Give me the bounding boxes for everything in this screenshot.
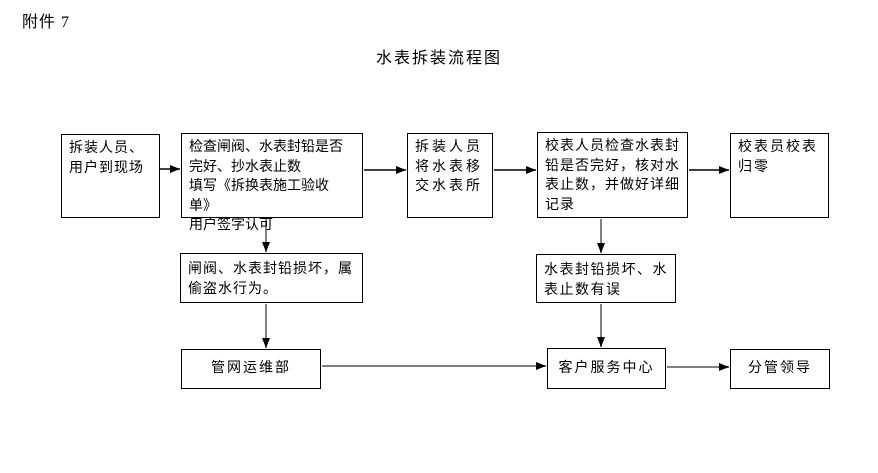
flow-node-leader: 分管领导 — [730, 349, 830, 389]
flow-node-transfer-meter: 拆装人员 将水表移 交水表所 — [407, 133, 493, 218]
flow-node-seal-damaged-theft: 闸阀、水表封铅损坏，属 偷盗水行为。 — [180, 253, 363, 303]
flow-node-service-center: 客户服务中心 — [547, 348, 666, 389]
flow-node-verify-record: 校表人员检查水表封 铅是否完好，核对水 表止数，并做好详细 记录 — [537, 132, 688, 218]
flow-node-check-seal: 检查闸阀、水表封铅是否 完好、抄水表止数 填写《拆换表施工验收单》 用户签字认可 — [181, 133, 363, 233]
diagram-title: 水表拆装流程图 — [375, 50, 502, 67]
flow-node-seal-damaged-error: 水表封铅损坏、水 表止数有误 — [536, 254, 676, 303]
flow-node-reset-meter: 校表员校表 归零 — [730, 133, 829, 218]
flow-node-arrive-on-site: 拆装人员、 用户到现场 — [61, 134, 160, 218]
flow-node-pipeline-dept: 管网运维部 — [181, 349, 321, 389]
attachment-label: 附件 7 — [22, 14, 71, 31]
